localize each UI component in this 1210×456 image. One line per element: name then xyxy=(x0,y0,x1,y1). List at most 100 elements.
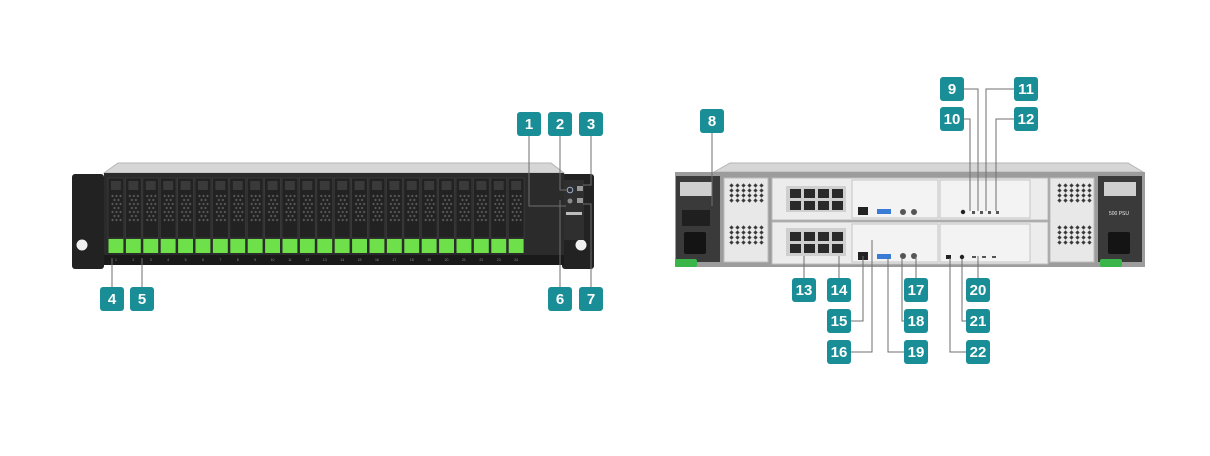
callout-badge-box xyxy=(792,278,816,302)
callout-badge: 2 xyxy=(548,112,572,136)
drive-bay[interactable]: 5 xyxy=(177,177,194,262)
front-slot-icon xyxy=(566,212,582,215)
drive-tray-latch-icon xyxy=(406,181,417,190)
drive-led-icon xyxy=(160,239,176,253)
drive-led-icon xyxy=(247,239,263,253)
drive-led-icon xyxy=(439,239,454,253)
callout-number: 17 xyxy=(908,282,925,299)
drive-tray xyxy=(142,177,160,239)
drive-tray-latch-icon xyxy=(372,181,382,190)
drive-tray xyxy=(403,177,421,239)
drive-led-icon xyxy=(369,239,385,253)
drive-tray xyxy=(246,177,264,239)
front-control-panel xyxy=(564,180,584,240)
callout-badge-box xyxy=(940,107,964,131)
callout-number: 4 xyxy=(108,291,117,308)
leader-line xyxy=(963,88,979,211)
drive-bay[interactable]: 7 xyxy=(211,177,229,262)
callout-number: 10 xyxy=(944,111,961,128)
callout-badge: 18 xyxy=(904,309,928,333)
drive-led-icon xyxy=(404,239,420,253)
drive-bay[interactable]: 20 xyxy=(438,177,455,262)
psu-power-socket-icon xyxy=(1108,232,1130,254)
psu-label: 500 PSU xyxy=(1109,211,1129,217)
drive-tray-latch-icon xyxy=(198,181,208,190)
status-led-icon xyxy=(911,209,917,215)
drive-bay[interactable]: 11 xyxy=(281,177,299,262)
drive-led-icon xyxy=(195,239,211,253)
callout-number: 7 xyxy=(587,291,595,308)
drive-tray-latch-icon xyxy=(145,181,156,190)
callout-badge: 13 xyxy=(792,278,816,302)
drive-bay[interactable]: 9 xyxy=(246,177,264,262)
drive-led-icon xyxy=(421,239,437,253)
leader-line xyxy=(985,88,1014,211)
callout-number: 6 xyxy=(556,291,564,308)
drive-bay[interactable]: 15 xyxy=(351,177,368,262)
drive-bay[interactable]: 8 xyxy=(229,177,247,262)
drive-bay[interactable]: 17 xyxy=(385,177,403,262)
callout-number: 8 xyxy=(708,113,716,130)
drive-vent-icon xyxy=(337,194,349,222)
leader-line xyxy=(850,240,873,353)
usb-port-icon xyxy=(577,198,583,203)
callout-leader-lines xyxy=(111,88,1014,353)
drive-led-icon xyxy=(143,239,159,253)
drive-bay[interactable]: 18 xyxy=(403,177,421,262)
bay-number: 4 xyxy=(167,258,169,262)
bay-number: 13 xyxy=(323,258,327,262)
drive-led-icon xyxy=(386,239,402,253)
drive-tray xyxy=(385,177,403,239)
callout-number: 21 xyxy=(970,313,987,330)
bay-number: 11 xyxy=(288,258,292,262)
drive-bay[interactable]: 4 xyxy=(159,177,177,262)
drive-tray xyxy=(298,177,316,239)
drive-bay[interactable]: 16 xyxy=(368,177,386,262)
drive-vent-icon xyxy=(302,194,314,222)
drive-bay[interactable]: 3 xyxy=(142,177,160,262)
bay-number: 14 xyxy=(340,258,344,262)
callout-badge: 6 xyxy=(548,287,572,311)
drive-vent-icon xyxy=(145,194,157,222)
bay-number: 22 xyxy=(479,258,483,262)
drive-vent-icon xyxy=(198,194,209,222)
drive-bay[interactable]: 12 xyxy=(298,177,316,262)
drive-bay[interactable]: 6 xyxy=(194,177,212,262)
bay-number: 23 xyxy=(497,258,501,262)
drive-tray-latch-icon xyxy=(389,181,400,190)
drive-vent-icon xyxy=(372,194,383,222)
front-left-ear-hole xyxy=(76,239,88,251)
callout-number: 12 xyxy=(1018,111,1035,128)
drive-tray-latch-icon xyxy=(267,181,278,190)
fan-grille-icon xyxy=(729,183,764,245)
drive-vent-icon xyxy=(285,194,296,222)
drive-bay[interactable]: 19 xyxy=(420,177,438,262)
bay-number: 12 xyxy=(305,258,309,262)
drive-bay[interactable]: 13 xyxy=(316,177,334,262)
bay-number: 3 xyxy=(150,258,152,262)
drive-bay[interactable]: 10 xyxy=(264,177,281,262)
drive-bay[interactable]: 23 xyxy=(490,177,508,262)
drive-bay[interactable]: 21 xyxy=(455,177,473,262)
drive-tray xyxy=(177,177,194,239)
bay-number: 24 xyxy=(514,258,518,262)
callout-badge: 10 xyxy=(940,107,964,131)
drive-bay[interactable]: 2 xyxy=(125,177,142,262)
callout-badge: 1 xyxy=(517,112,541,136)
drive-led-icon xyxy=(334,239,350,253)
front-control-area xyxy=(564,180,584,240)
controller-b xyxy=(771,221,1049,265)
drive-led-icon xyxy=(265,239,280,253)
drive-tray-latch-icon xyxy=(476,181,487,190)
callout-badge-box xyxy=(904,309,928,333)
callout-badge-box xyxy=(966,340,990,364)
indicator-icon xyxy=(972,211,975,214)
drive-bay[interactable]: 14 xyxy=(333,177,351,262)
leader-line xyxy=(901,259,904,322)
drive-bay[interactable]: 22 xyxy=(472,177,490,262)
drive-bay[interactable]: 1 xyxy=(107,177,125,262)
drive-tray-latch-icon xyxy=(319,181,330,190)
sfp-port-icon xyxy=(832,232,843,241)
drive-tray-latch-icon xyxy=(302,181,313,190)
drive-bay[interactable]: 24 xyxy=(507,177,525,262)
